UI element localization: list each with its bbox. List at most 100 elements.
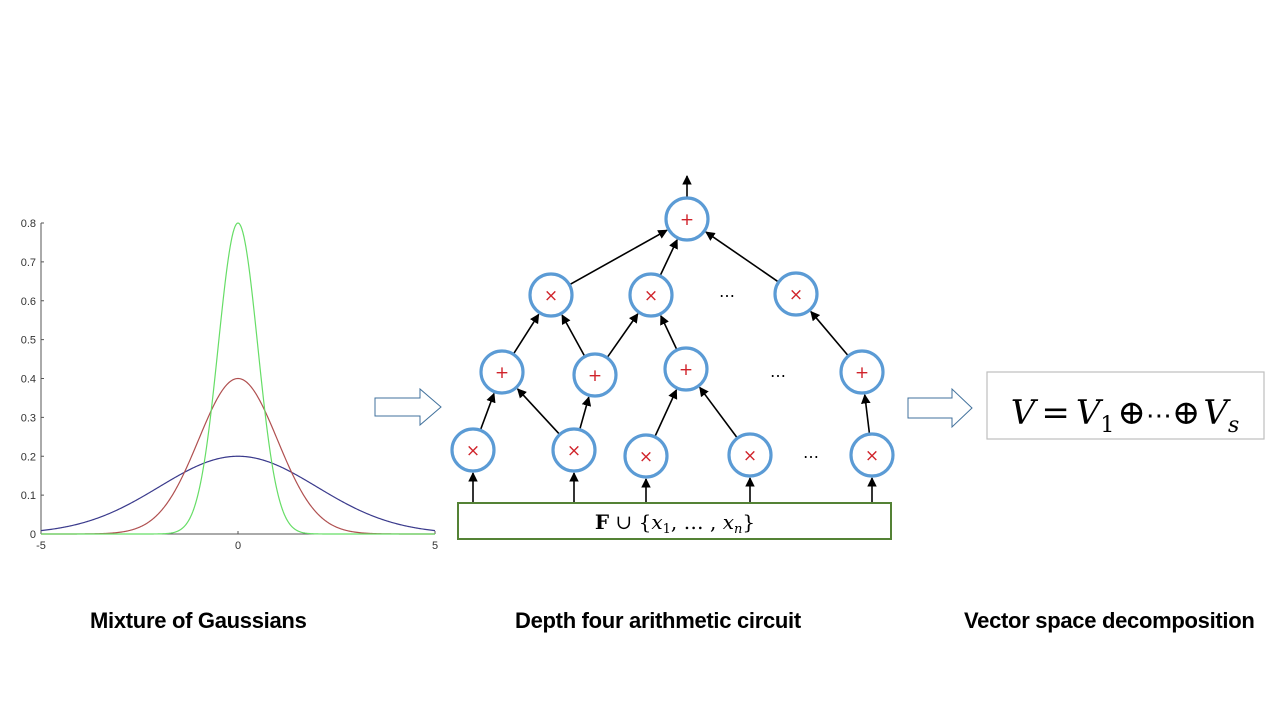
union-open: ∪ { [609,510,651,534]
circuit-edge-arrow [861,393,871,434]
gate-circle [664,196,710,242]
ellipsis-vars: , … , [671,510,723,534]
series-line-gaussian-sigma-1 [41,377,435,535]
eq-sub1: 1 [1100,413,1114,438]
product-gate: × [849,432,895,478]
y-tick-label: 0.6 [21,296,36,308]
circuit-edge-arrow [569,229,668,285]
x-tick-label: -5 [36,540,46,552]
eq-lhs: V [1011,393,1039,433]
right-arrow-icon [907,387,973,429]
gate-circle [773,271,819,317]
sum-gate: + [664,196,710,242]
plus-icon: + [495,363,509,383]
equation-text: V=V1⊕⋯⊕Vs [1011,393,1239,438]
y-tick-label: 0.3 [21,412,36,424]
product-gate: × [773,271,819,317]
eq-v1: V [1076,393,1104,433]
series-line-gaussian-sigma-0.5 [41,222,435,535]
var-xn: x [723,510,734,534]
y-tick-label: 0.2 [21,451,36,463]
plus-icon: + [679,360,693,380]
gate-circle [727,432,773,478]
circuit-edge-arrow [659,238,678,276]
times-icon: × [644,286,658,306]
circuit-edge-arrow [654,389,678,437]
eq-oplus-1: ⊕ [1117,393,1146,433]
times-icon: × [466,441,480,461]
right-arrow-icon [374,387,442,427]
eq-oplus-2: ⊕ [1172,393,1201,433]
product-gate: × [727,432,773,478]
times-icon: × [639,447,653,467]
product-gate: × [628,272,674,318]
circuit-edges [468,175,877,503]
ellipsis-layer2: … [719,282,735,301]
chart-lines [40,222,436,535]
circuit-edge-arrow [810,310,849,356]
circuit-nodes: + × × × + + + + × × × × × [450,196,895,479]
plus-icon: + [588,366,602,386]
gate-circle [528,272,574,318]
subscript-n: n [734,522,742,537]
subscript-1: 1 [663,522,671,537]
gate-circle [551,427,597,473]
circuit-edge-arrow [579,396,592,430]
sum-gate: + [839,349,885,395]
y-tick-label: 0.4 [21,374,36,386]
x-tick-label: 5 [432,540,438,552]
gate-circle [839,349,885,395]
eq-equals: = [1041,393,1070,433]
circuit-edge-arrow [516,388,560,435]
sum-gate: + [572,352,618,398]
var-x1: x [651,510,662,534]
circuit-edge-arrow [606,313,639,358]
product-gate: × [551,427,597,473]
eq-vs: V [1203,393,1231,433]
equation-box: V=V1⊕⋯⊕Vs [986,371,1265,440]
circuit-edge-arrow [561,314,586,357]
circuit-edge-arrow [660,314,678,350]
equation-frame [986,371,1265,440]
sum-gate: + [479,349,525,395]
field-symbol: F [595,510,609,534]
sum-gate: + [663,346,709,392]
product-gate: × [528,272,574,318]
y-tick-label: 0 [30,529,36,541]
eq-dots: ⋯ [1146,401,1172,431]
x-tick-label: 0 [235,540,241,552]
arithmetic-circuit: + × × × + + + + × × × × × … … … F ∪ {x1, … , xn} [450,175,895,540]
series-line-gaussian-sigma-2 [40,455,436,532]
ellipsis-layer3: … [770,362,786,381]
gate-circle [849,432,895,478]
product-gate: × [623,433,669,479]
eq-subs: s [1228,413,1239,438]
y-tick-label: 0.8 [21,218,36,230]
times-icon: × [789,285,803,305]
gate-circle [628,272,674,318]
y-tick-label: 0.5 [21,335,36,347]
gate-circle [450,427,496,473]
caption-mixture-of-gaussians: Mixture of Gaussians [90,608,307,633]
input-label: F ∪ {x1, … , xn} [595,510,755,537]
gate-circle [663,346,709,392]
times-icon: × [544,286,558,306]
product-gate: × [450,427,496,473]
caption-vector-space-decomposition: Vector space decomposition [964,608,1255,633]
gate-circle [479,349,525,395]
circuit-edge-arrow [699,386,738,438]
gate-circle [623,433,669,479]
circuit-edge-arrow [705,231,779,283]
times-icon: × [567,441,581,461]
ellipsis-layer4: … [803,443,819,462]
y-tick-label: 0.7 [21,257,36,269]
y-tick-label: 0.1 [21,490,36,502]
times-icon: × [743,446,757,466]
times-icon: × [865,446,879,466]
circuit-edge-arrow [513,313,540,354]
input-box [457,502,892,540]
plus-icon: + [680,210,694,230]
